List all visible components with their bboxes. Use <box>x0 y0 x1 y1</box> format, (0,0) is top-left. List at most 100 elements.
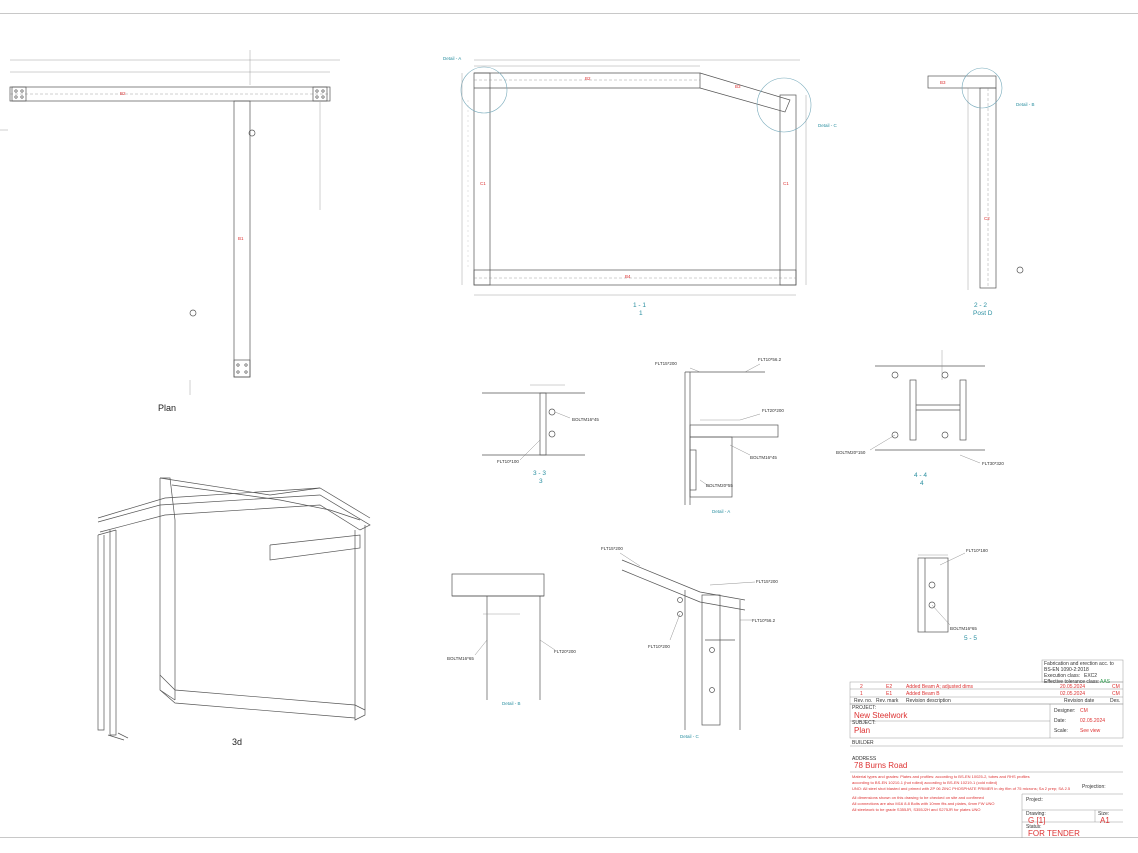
bottom-border <box>0 837 1138 838</box>
label-bolt20-a: BOLTM20*55 <box>706 483 733 488</box>
tb-subject-label: SUBJECT: <box>852 720 876 726</box>
caption-detail-b: Detail - B <box>502 701 521 706</box>
tb-note-2: according to BS-EN 10210-1 (hot rolled) … <box>852 780 998 785</box>
tb-scale: See view <box>1080 728 1101 734</box>
label-flt20-b: FLT20*200 <box>554 649 576 654</box>
callout-detail-c: Detail - C <box>818 123 838 128</box>
tb-project: New Steelwork <box>854 711 908 720</box>
tb-address-label: ADDRESS <box>852 756 877 762</box>
mark-beam-a: B2 <box>585 76 591 81</box>
caption-3-3-sub: 3 <box>539 478 543 485</box>
callout-detail-b: Detail - B <box>1016 102 1035 107</box>
caption-3-3: 3 - 3 <box>533 470 546 477</box>
mark-post-d: C2 <box>984 216 990 221</box>
tb-note-1: Material types and grades: Plates and pr… <box>852 774 1030 779</box>
detail-c <box>621 559 746 730</box>
tb-rev-hdr-no: Rev. no. <box>854 698 873 704</box>
section-4-4 <box>875 350 985 451</box>
tb-size-label: Size: <box>1098 811 1110 817</box>
caption-plan: Plan <box>158 403 176 413</box>
tb-note-4: All dimensions shown on this drawing to … <box>852 795 984 800</box>
caption-detail-c: Detail - C <box>680 734 700 739</box>
section-5-5 <box>917 554 949 633</box>
tb-fabrication: Fabrication and erection acc. to <box>1044 661 1114 667</box>
callout-detail-a: Detail - A <box>443 56 461 61</box>
caption-1-1: 1 - 1 <box>633 302 646 309</box>
tb-exec-class-label: Execution class: <box>1044 673 1081 679</box>
iso-view <box>97 477 371 741</box>
tb-designer: CM <box>1080 708 1088 714</box>
tb-tolerance-label: Effective tolerance class: <box>1044 679 1100 685</box>
label-flt10x200-c: FLT10*200 <box>648 644 670 649</box>
caption-1-1-sub: 1 <box>639 310 643 317</box>
label-bolt-3-3: BOLTM16*45 <box>572 417 599 422</box>
tb-projection-label: Projection: <box>1082 784 1106 790</box>
mark-plan-beam: B2 <box>120 91 126 96</box>
tb-note-5: All connections are also M16 8.8 Bolts w… <box>852 801 995 806</box>
tb-rev2-mark: E2 <box>886 684 893 690</box>
mark-post-right: C1 <box>783 181 789 186</box>
section-3-3 <box>482 384 585 456</box>
tb-rev2-date: 20.05.2024 <box>1060 684 1086 690</box>
label-bolt-4-4: BOLTM20*150 <box>836 450 866 455</box>
mark-post-d-top: B3 <box>940 80 946 85</box>
tb-builder-label: BUILDER <box>852 740 874 746</box>
tb-project-no-label: Project: <box>1026 797 1043 803</box>
label-flt15-c1: FLT15*200 <box>601 546 623 551</box>
tb-fabrication-std: BS-EN 1090-2:2018 <box>1044 667 1089 673</box>
caption-post-d: Post D <box>973 310 993 317</box>
title-block: Fabrication and erection acc. to BS-EN 1… <box>848 660 1123 838</box>
label-flt30-4-4: FLT30*320 <box>982 461 1004 466</box>
label-flt20-a: FLT20*200 <box>762 408 784 413</box>
tb-drawing-label: Drawing: <box>1026 811 1046 817</box>
plan-view <box>0 50 340 395</box>
tb-rev1-mark: E1 <box>886 691 893 697</box>
tb-size: A1 <box>1100 816 1110 825</box>
label-flt-3-3: FLT10*100 <box>497 459 519 464</box>
tb-scale-label: Scale: <box>1054 728 1068 734</box>
caption-detail-a: Detail - A <box>712 509 730 514</box>
tb-rev2-no: 2 <box>860 684 863 690</box>
tb-rev2-by: CM <box>1112 684 1120 690</box>
label-flt10-5-5: FLT10*180 <box>966 548 988 553</box>
tb-status-label: Status: <box>1026 824 1042 830</box>
label-bolt-5-5: BOLTM16*65 <box>950 626 977 631</box>
caption-4-4-sub: 4 <box>920 480 924 487</box>
caption-3d: 3d <box>232 737 242 747</box>
mark-beam-b: B3 <box>735 84 741 89</box>
detail-a <box>684 371 779 505</box>
tb-tolerance: AAS <box>1100 679 1111 685</box>
section-2-2 <box>927 67 1024 290</box>
label-bolt-a: BOLTM16*45 <box>750 455 777 460</box>
mark-post-left: C1 <box>480 181 486 186</box>
tb-rev-hdr-desc: Revision description <box>906 698 951 704</box>
tb-rev-hdr-mark: Rev. mark <box>876 698 899 704</box>
tb-exec-class: EXC2 <box>1084 673 1098 679</box>
tb-drawing: G [1] <box>1028 816 1046 825</box>
tb-rev1-text: Added Beam B <box>906 691 940 697</box>
tb-rev1-no: 1 <box>860 691 863 697</box>
caption-5-5: 5 - 5 <box>964 635 977 642</box>
tb-note-6: All steelwork to be grade S355JR, S355J2… <box>852 807 981 812</box>
caption-2-2: 2 - 2 <box>974 302 987 309</box>
tb-address: 78 Burns Road <box>854 761 908 770</box>
tb-rev2-text: Added Beam A; adjusted dims <box>906 684 973 690</box>
label-flt15-c2: FLT15*200 <box>756 579 778 584</box>
label-flt10-a: FLT10*56.2 <box>758 357 782 362</box>
mark-plan-post: B1 <box>238 236 244 241</box>
tb-subject: Plan <box>854 726 871 735</box>
tb-project-label: PROJECT: <box>852 705 877 711</box>
tb-designer-label: Designer: <box>1054 708 1076 714</box>
tb-rev-hdr-date: Revision date <box>1064 698 1095 704</box>
tb-rev-hdr-des: Des. <box>1110 698 1121 704</box>
titleblock-frame <box>849 659 1124 838</box>
mark-beam-bottom: B4 <box>625 274 631 279</box>
tb-status: FOR TENDER <box>1028 829 1080 838</box>
tb-date-label: Date: <box>1054 718 1066 724</box>
tb-note-3: UNO: All steel shot blasted and primed w… <box>852 786 1071 791</box>
label-flt10-c: FLT10*56.2 <box>752 618 776 623</box>
detail-b <box>451 573 545 700</box>
label-bolt-b: BOLTM16*65 <box>447 656 474 661</box>
